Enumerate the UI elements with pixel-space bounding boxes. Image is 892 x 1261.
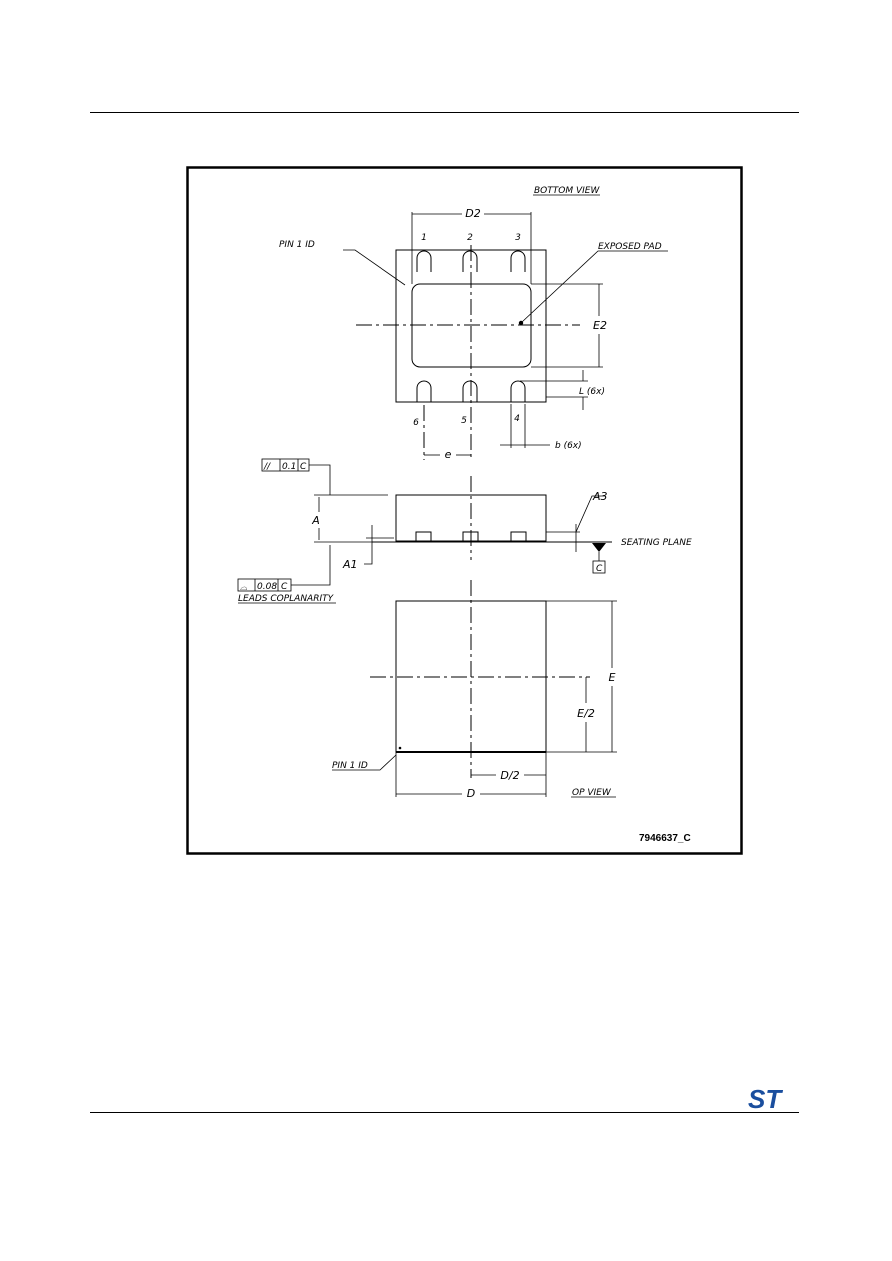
package-outline-side xyxy=(395,494,547,542)
leads-coplanarity-label: LEADS COPLANARITY xyxy=(238,594,335,604)
st-logo-text: ST xyxy=(748,1084,783,1114)
seating-plane-label: SEATING PLANE xyxy=(621,538,692,548)
pins-top xyxy=(416,250,526,272)
drawing-frame xyxy=(186,166,743,855)
pin1-dot xyxy=(398,746,402,750)
side-view: // 0.1 C A A1 A3 C SEATING PLANE ⌓ 0.08 … xyxy=(237,458,692,604)
dim-e: e xyxy=(445,448,452,461)
parallelism-symbol: // xyxy=(263,462,271,472)
dim-e-top: E xyxy=(609,671,616,684)
dim-l-6x: L (6x) xyxy=(579,387,605,397)
dim-d-half: D/2 xyxy=(500,769,519,782)
dim-a1: A1 xyxy=(342,558,358,571)
parallelism-ref: C xyxy=(300,462,307,472)
datum-triangle-icon xyxy=(592,543,606,552)
exposed-pad-label: EXPOSED PAD xyxy=(598,242,662,252)
coplanarity-icon: ⌓ xyxy=(240,583,248,593)
datum-c-label: C xyxy=(596,564,603,574)
dim-b-6x: b (6x) xyxy=(555,441,582,451)
datum-c-box xyxy=(592,560,606,574)
dim-d2: D2 xyxy=(465,207,480,220)
pin-label-1: 1 xyxy=(421,233,427,243)
header-rule xyxy=(90,112,799,113)
drawing-code: 7946637_C xyxy=(639,833,691,844)
coplanarity-ref: C xyxy=(281,582,288,592)
bottom-view-title: BOTTOM VIEW xyxy=(534,186,600,196)
pins-bottom xyxy=(416,380,526,402)
st-logo: ST xyxy=(748,1084,783,1114)
dim-e-half: E/2 xyxy=(577,707,595,720)
pin-label-4: 4 xyxy=(514,414,520,424)
dim-a: A xyxy=(311,514,320,527)
parallelism-value: 0.1 xyxy=(282,462,296,472)
top-view: E E/2 D/2 D PIN 1 ID OP VIEW xyxy=(332,580,617,800)
pin-label-2: 2 xyxy=(467,233,473,243)
dim-a3: A3 xyxy=(592,490,608,503)
pin1-id-label-top: PIN 1 ID xyxy=(332,761,368,771)
coplanarity-value: 0.08 xyxy=(257,582,277,592)
dim-d: D xyxy=(467,787,475,800)
top-view-title: OP VIEW xyxy=(572,788,612,798)
footer-rule xyxy=(90,1112,799,1113)
pin-label-5: 5 xyxy=(461,416,467,426)
pin-label-3: 3 xyxy=(515,233,521,243)
dim-e2: E2 xyxy=(593,319,607,332)
pin-label-6: 6 xyxy=(413,418,419,428)
pin1-id-label: PIN 1 ID xyxy=(279,240,315,250)
bottom-view: BOTTOM VIEW 1 2 3 6 5 4 D2 xyxy=(279,186,668,461)
